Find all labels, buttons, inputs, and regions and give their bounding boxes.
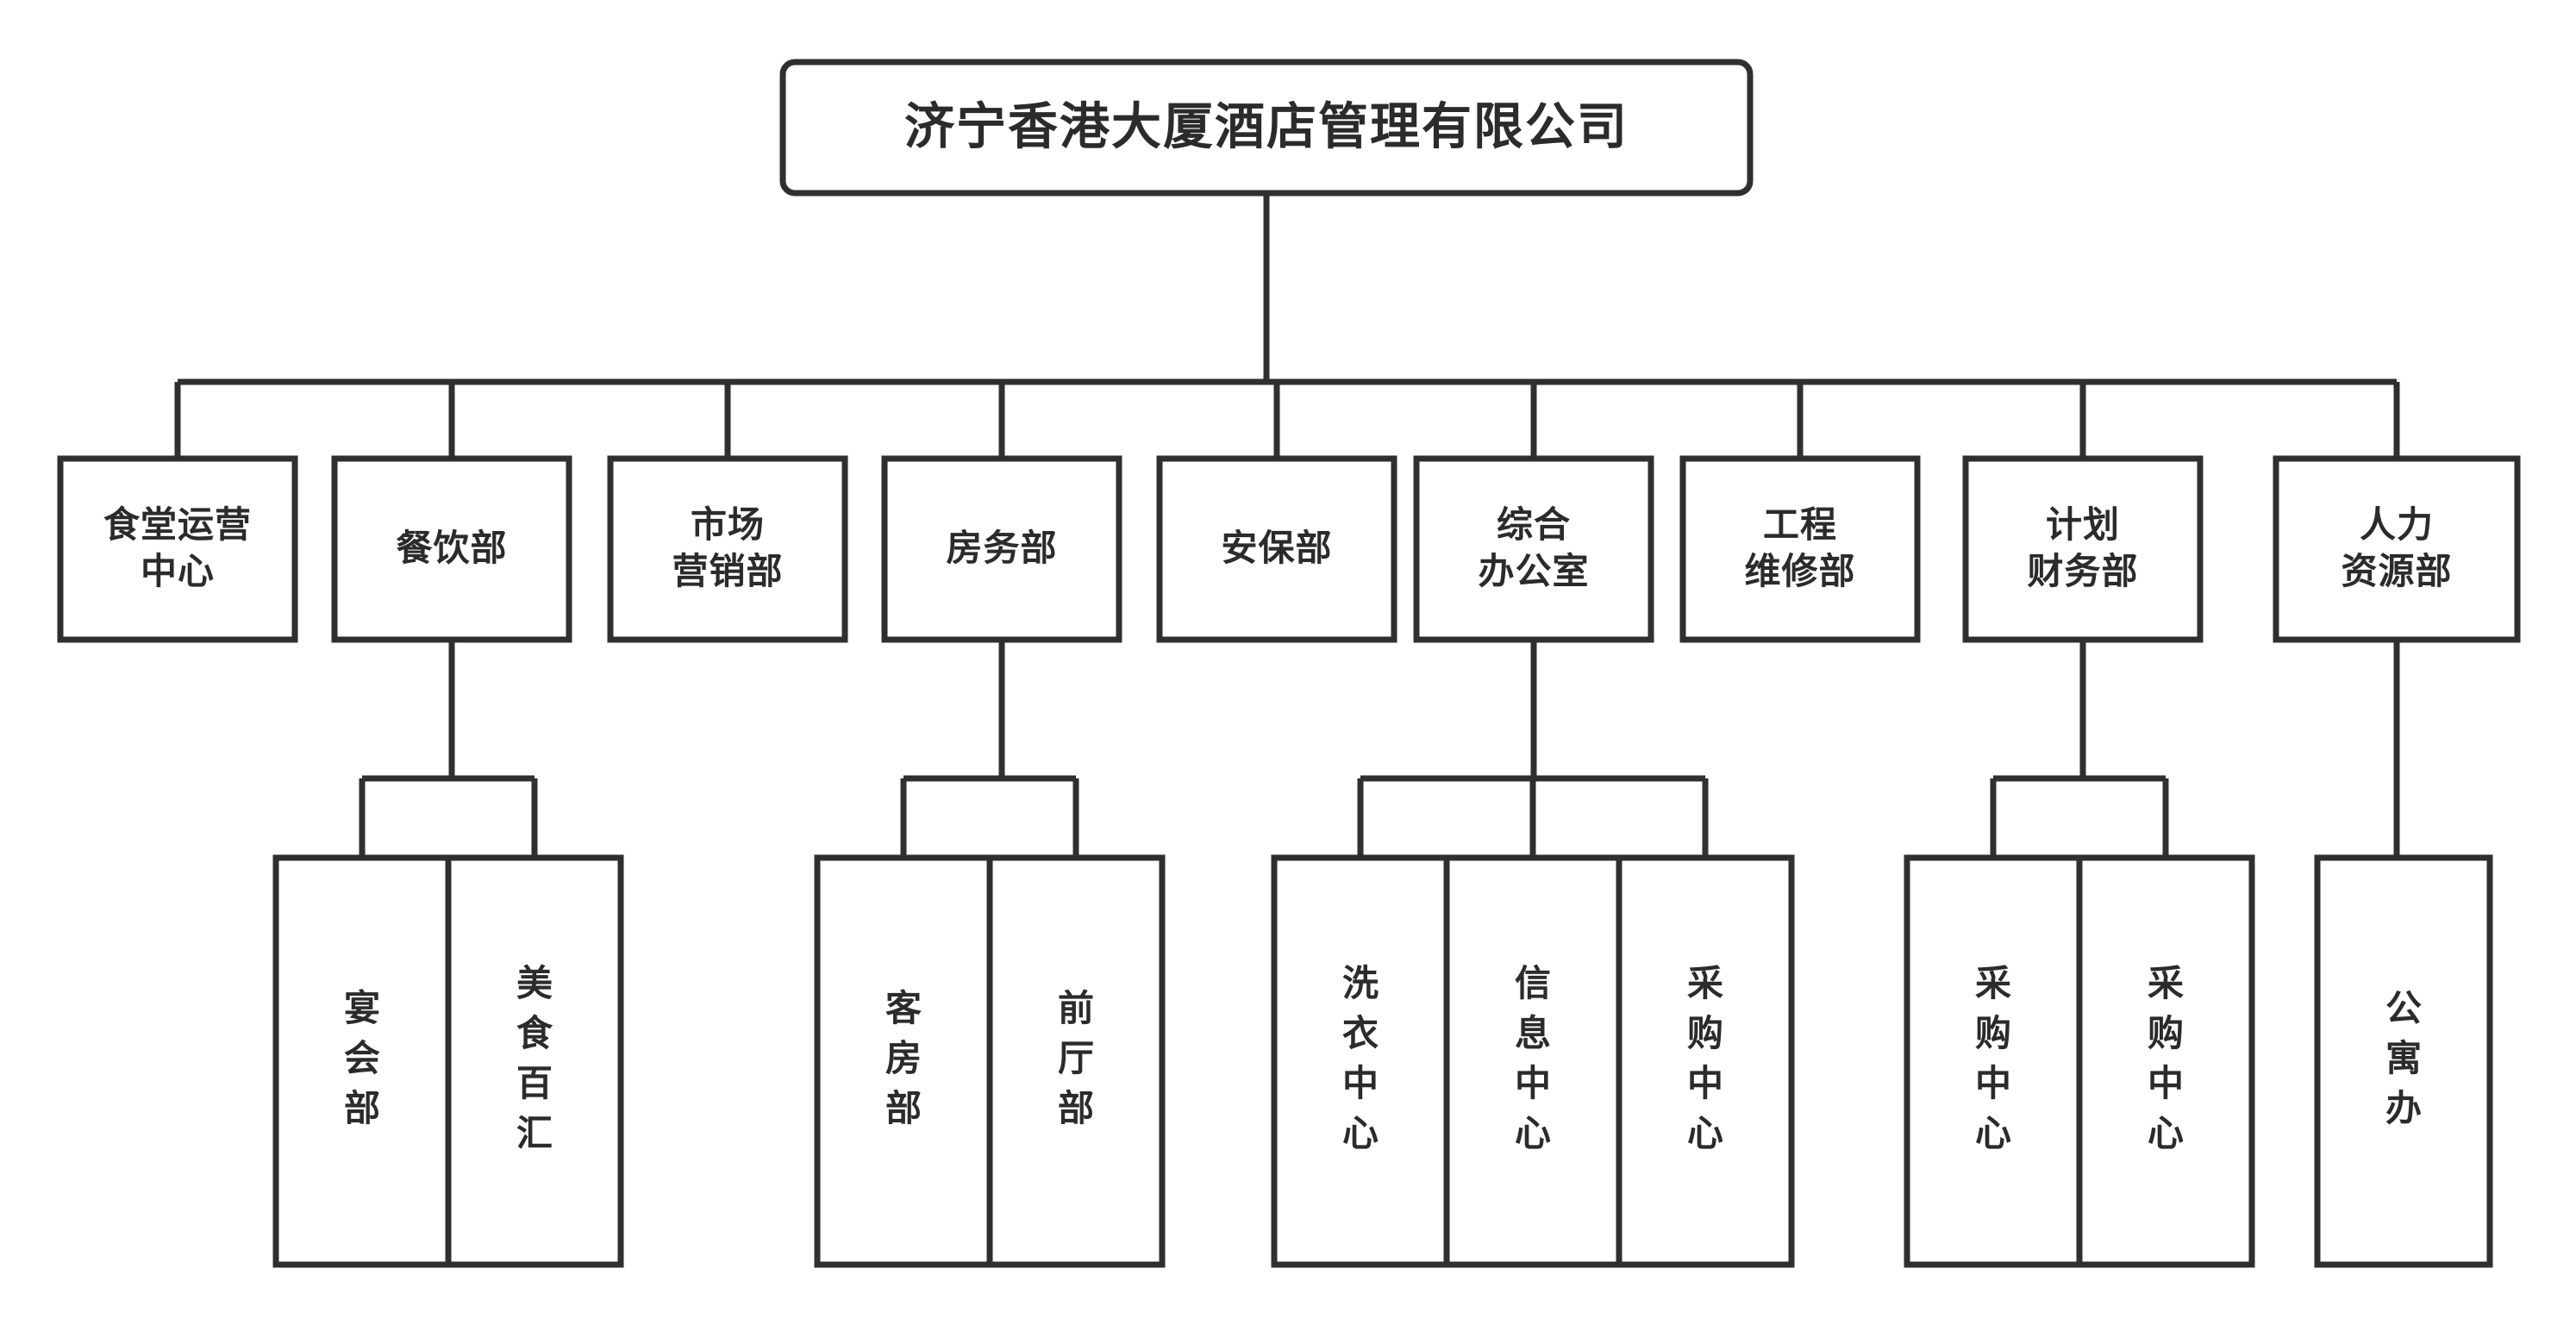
dept-label-hr-line2: 资源部 [2341, 551, 2452, 591]
dept-label-marketing-line2: 营销部 [672, 551, 783, 591]
root-node-box[interactable] [779, 59, 1754, 197]
dept-box-security[interactable] [1156, 455, 1397, 643]
sub-box-laundry[interactable] [1271, 854, 1450, 1268]
sub-box-banquet[interactable] [272, 854, 452, 1268]
sub-label-purchasing-a-char3: 中 [1687, 1063, 1723, 1103]
sub-box-guestroom[interactable] [814, 854, 993, 1268]
dept-box-marketing[interactable] [607, 455, 848, 643]
sub-label-laundry-char1: 洗 [1342, 963, 1379, 1003]
root-node-label: 济宁香港大厦酒店管理有限公司 [904, 98, 1629, 154]
sub-label-it-center-char2: 息 [1515, 1013, 1551, 1053]
dept-label-finance-line2: 财务部 [2027, 551, 2138, 591]
sub-label-it-center-char3: 中 [1515, 1063, 1551, 1103]
sub-label-dormitory-char1: 公 [2385, 988, 2422, 1028]
sub-label-purchasing-b-char3: 中 [1975, 1063, 2011, 1103]
sub-label-front-office-char1: 前 [1058, 988, 1094, 1028]
sub-label-purchasing-b-char1: 采 [1975, 963, 2011, 1003]
sub-label-food-court-char3: 百 [516, 1063, 553, 1103]
dept-label-engineering-line2: 维修部 [1744, 551, 1855, 591]
sub-label-it-center-char4: 心 [1515, 1113, 1551, 1153]
sub-box-front-office[interactable] [986, 854, 1166, 1268]
sub-box-purchasing-a[interactable] [1616, 854, 1795, 1268]
sub-label-food-court-char4: 汇 [516, 1113, 553, 1153]
sub-label-guestroom-char1: 客 [885, 988, 922, 1028]
sub-label-laundry-char3: 中 [1342, 1063, 1379, 1103]
sub-label-banquet-char3: 部 [344, 1088, 380, 1128]
dept-label-canteen-line2: 中心 [141, 551, 215, 591]
sub-label-purchasing-b-char4: 心 [1975, 1113, 2011, 1153]
sub-label-purchasing-c-char3: 中 [2148, 1063, 2184, 1103]
sub-label-purchasing-a-char1: 采 [1687, 963, 1723, 1003]
sub-label-food-court-char1: 美 [516, 963, 553, 1003]
dept-box-finance[interactable] [1962, 455, 2204, 643]
sub-box-food-court[interactable] [445, 854, 624, 1268]
dept-label-engineering-line1: 工程 [1763, 504, 1837, 545]
dept-box-engineering[interactable] [1679, 455, 1921, 643]
sub-label-banquet-char1: 宴 [344, 988, 380, 1028]
sub-label-purchasing-c-char2: 购 [2148, 1013, 2184, 1053]
sub-label-banquet-char2: 会 [344, 1038, 380, 1078]
sub-label-purchasing-a-char4: 心 [1687, 1113, 1723, 1153]
dept-box-canteen[interactable] [57, 455, 298, 643]
sub-label-front-office-char3: 部 [1058, 1088, 1094, 1128]
sub-box-purchasing-c[interactable] [2076, 854, 2255, 1268]
sub-label-purchasing-c-char4: 心 [2148, 1113, 2184, 1153]
sub-label-guestroom-char3: 部 [885, 1088, 922, 1128]
dept-label-canteen-line1: 食堂运营 [103, 504, 252, 545]
dept-box-hr[interactable] [2273, 455, 2521, 643]
sub-label-purchasing-a-char2: 购 [1687, 1013, 1723, 1053]
sub-label-laundry-char4: 心 [1342, 1113, 1379, 1153]
connectors-layer [174, 193, 2400, 858]
sub-label-purchasing-b-char2: 购 [1975, 1013, 2011, 1053]
sub-box-dormitory[interactable] [2314, 854, 2493, 1268]
dept-label-rooms-line1: 房务部 [946, 528, 1057, 568]
dept-box-rooms[interactable] [881, 455, 1122, 643]
sub-box-it-center[interactable] [1443, 854, 1623, 1268]
dept-label-catering-line1: 餐饮部 [396, 528, 507, 568]
sub-label-food-court-char2: 食 [516, 1013, 553, 1053]
sub-label-dormitory-char2: 寓 [2385, 1038, 2422, 1078]
dept-label-general-office-line2: 办公室 [1478, 551, 1589, 591]
sub-box-purchasing-b[interactable] [1904, 854, 2083, 1268]
dept-label-security-line1: 安保部 [1221, 528, 1332, 568]
dept-label-general-office-line1: 综合 [1497, 504, 1571, 545]
dept-label-marketing-line1: 市场 [691, 504, 765, 545]
dept-box-catering[interactable] [331, 455, 572, 643]
sub-label-front-office-char2: 厅 [1058, 1038, 1094, 1078]
dept-box-general-office[interactable] [1413, 455, 1654, 643]
sub-label-purchasing-c-char1: 采 [2148, 963, 2184, 1003]
dept-label-hr-line1: 人力 [2360, 504, 2434, 545]
sub-label-it-center-char1: 信 [1515, 963, 1551, 1003]
sub-label-guestroom-char2: 房 [885, 1038, 922, 1078]
sub-label-laundry-char2: 衣 [1342, 1013, 1379, 1053]
nodes-layer: 济宁香港大厦酒店管理有限公司食堂运营中心餐饮部市场营销部房务部安保部综合办公室工… [57, 59, 2521, 1268]
sub-label-dormitory-char3: 办 [2385, 1088, 2422, 1128]
dept-label-finance-line1: 计划 [2046, 504, 2120, 545]
